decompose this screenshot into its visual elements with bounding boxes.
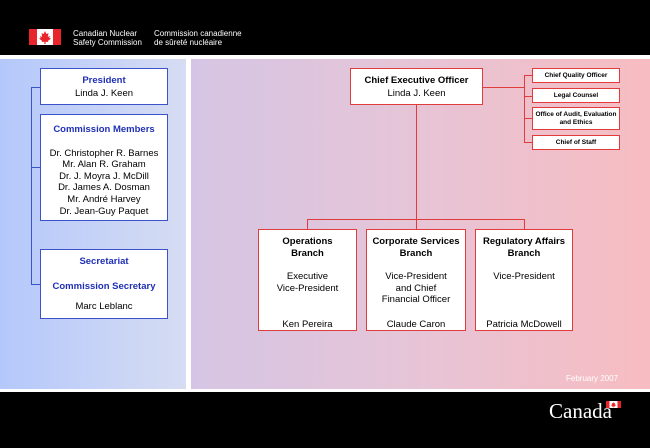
secretariat-box: Secretariat Commission Secretary Marc Le… — [40, 249, 168, 319]
secretary-name: Marc Leblanc — [75, 301, 133, 312]
connector-audit — [524, 118, 533, 119]
president-box: President Linda J. Keen — [40, 68, 168, 105]
staff-connector-vertical — [524, 75, 525, 142]
agency-name-english: Canadian Nuclear Safety Commission — [73, 29, 142, 47]
staff-connector-horizontal — [482, 87, 525, 88]
chart-date: February 2007 — [566, 374, 619, 383]
ceo-box: Chief Executive Officer Linda J. Keen — [350, 68, 483, 105]
ceo-name: Linda J. Keen — [387, 88, 446, 99]
member-name: Dr. J. Moyra J. McDill — [59, 170, 149, 182]
branch-head-name: Ken Pereira — [282, 319, 333, 330]
branch-title: Regulatory Affairs — [483, 236, 565, 247]
connector-members — [31, 167, 41, 168]
corporate-services-branch-box: Corporate Services Branch Vice-President… — [366, 229, 466, 331]
branch-head-name: Claude Caron — [386, 319, 446, 330]
member-name: Mr. André Harvey — [67, 193, 141, 205]
branch-role: Executive — [286, 271, 329, 282]
connector-operations — [307, 219, 308, 230]
regulatory-affairs-branch-box: Regulatory Affairs Branch Vice-President… — [475, 229, 573, 331]
branch-title: Branch — [399, 247, 433, 259]
connector-secretariat — [31, 284, 41, 285]
branch-title: Branch — [507, 247, 541, 259]
secretary-title: Commission Secretary — [52, 281, 156, 292]
branch-head-name: Patricia McDowell — [486, 319, 562, 330]
commission-connector-vertical — [31, 87, 32, 284]
operations-branch-box: Operations Branch Executive Vice-Preside… — [258, 229, 357, 331]
connector-president — [31, 87, 41, 88]
president-title: President — [82, 75, 126, 86]
ceo-connector-vertical — [416, 104, 417, 219]
canada-flag-icon — [29, 29, 61, 45]
branch-role: Vice-President — [276, 282, 339, 294]
footer-bar — [0, 392, 650, 448]
ceo-title: Chief Executive Officer — [364, 75, 469, 86]
audit-evaluation-ethics-box: Office of Audit, Evaluation and Ethics — [532, 107, 620, 130]
connector-staff — [524, 142, 533, 143]
header-bar — [0, 0, 650, 55]
branch-role: Vice-President — [493, 271, 555, 282]
branch-title: Corporate Services — [372, 236, 460, 247]
connector-legal — [524, 96, 533, 97]
branch-role: and Chief — [395, 282, 437, 294]
commission-panel — [0, 59, 186, 389]
secretariat-title: Secretariat — [79, 256, 129, 267]
agency-name-french: Commission canadienne de sûreté nucléair… — [154, 29, 242, 47]
connector-corporate — [416, 219, 417, 230]
branch-title: Branch — [291, 247, 324, 259]
member-name: Dr. James A. Dosman — [58, 182, 150, 194]
connector-quality — [524, 75, 533, 76]
president-name: Linda J. Keen — [74, 88, 134, 99]
members-title: Commission Members — [53, 124, 155, 135]
branch-title: Operations — [282, 236, 333, 247]
member-name: Dr. Christopher R. Barnes — [49, 147, 159, 159]
commission-members-box: Commission Members Dr. Christopher R. Ba… — [40, 114, 168, 221]
canada-wordmark: Canada — [549, 399, 612, 423]
connector-regulatory — [524, 219, 525, 230]
branch-role: Vice-President — [385, 271, 447, 282]
chief-of-staff-box: Chief of Staff — [532, 135, 620, 150]
branch-role: Financial Officer — [381, 294, 451, 305]
member-name: Dr. Jean-Guy Paquet — [59, 205, 149, 217]
canada-flag-icon — [606, 401, 621, 408]
legal-counsel-box: Legal Counsel — [532, 88, 620, 103]
chief-quality-officer-box: Chief Quality Officer — [532, 68, 620, 83]
member-name: Mr. Alan R. Graham — [62, 159, 146, 171]
